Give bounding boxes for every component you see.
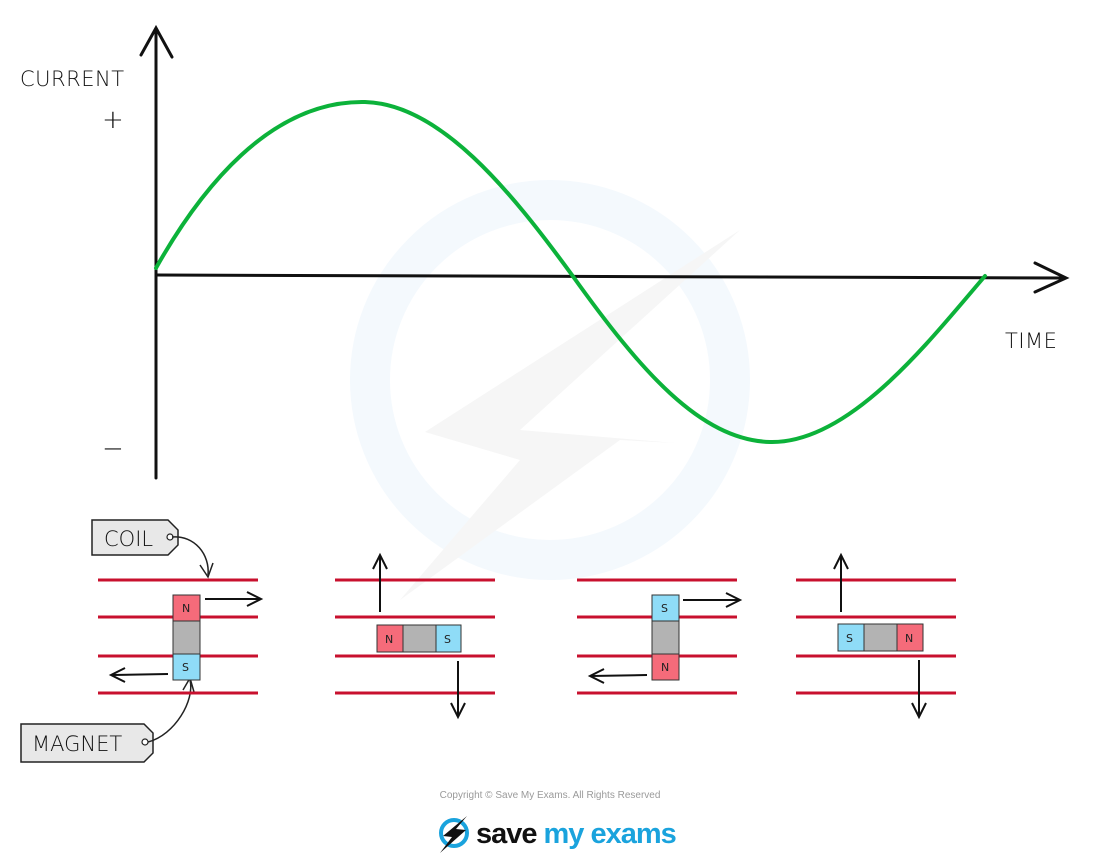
y-axis [139,24,174,480]
brand-part-myexams: my exams [543,817,677,850]
magnet-tag: MAGNET [20,676,195,763]
watermark-logo [350,180,750,600]
x-axis [154,261,1070,294]
magnet-tag-label: MAGNET [32,732,122,756]
plus-label: + [102,105,124,135]
coil-tag: COIL [91,519,214,579]
pole-n: N [385,633,393,646]
magnet-panel-1: N S [98,578,264,695]
brand-wordmark: save my exams [470,814,677,854]
current-curve [154,99,987,445]
copyright-text: Copyright © Save My Exams. All Rights Re… [439,790,661,801]
pole-n: N [905,632,913,645]
brand-part-save: save [476,817,538,850]
pole-s: S [444,633,451,646]
minus-label: − [102,434,124,464]
magnet-panel-4: S N [796,552,956,720]
pole-s: S [846,632,853,645]
coil-tag-label: COIL [104,527,153,551]
pole-s: S [661,602,668,615]
pole-s: S [182,661,189,674]
x-axis-label: TIME [1005,329,1057,353]
magnet-panel-2: N S [335,552,495,720]
pole-n: N [182,602,190,615]
brand-logo-icon [439,816,469,853]
pole-n: N [661,661,669,674]
y-axis-label: CURRENT [20,67,125,91]
magnet-panel-3: S N [577,578,743,695]
